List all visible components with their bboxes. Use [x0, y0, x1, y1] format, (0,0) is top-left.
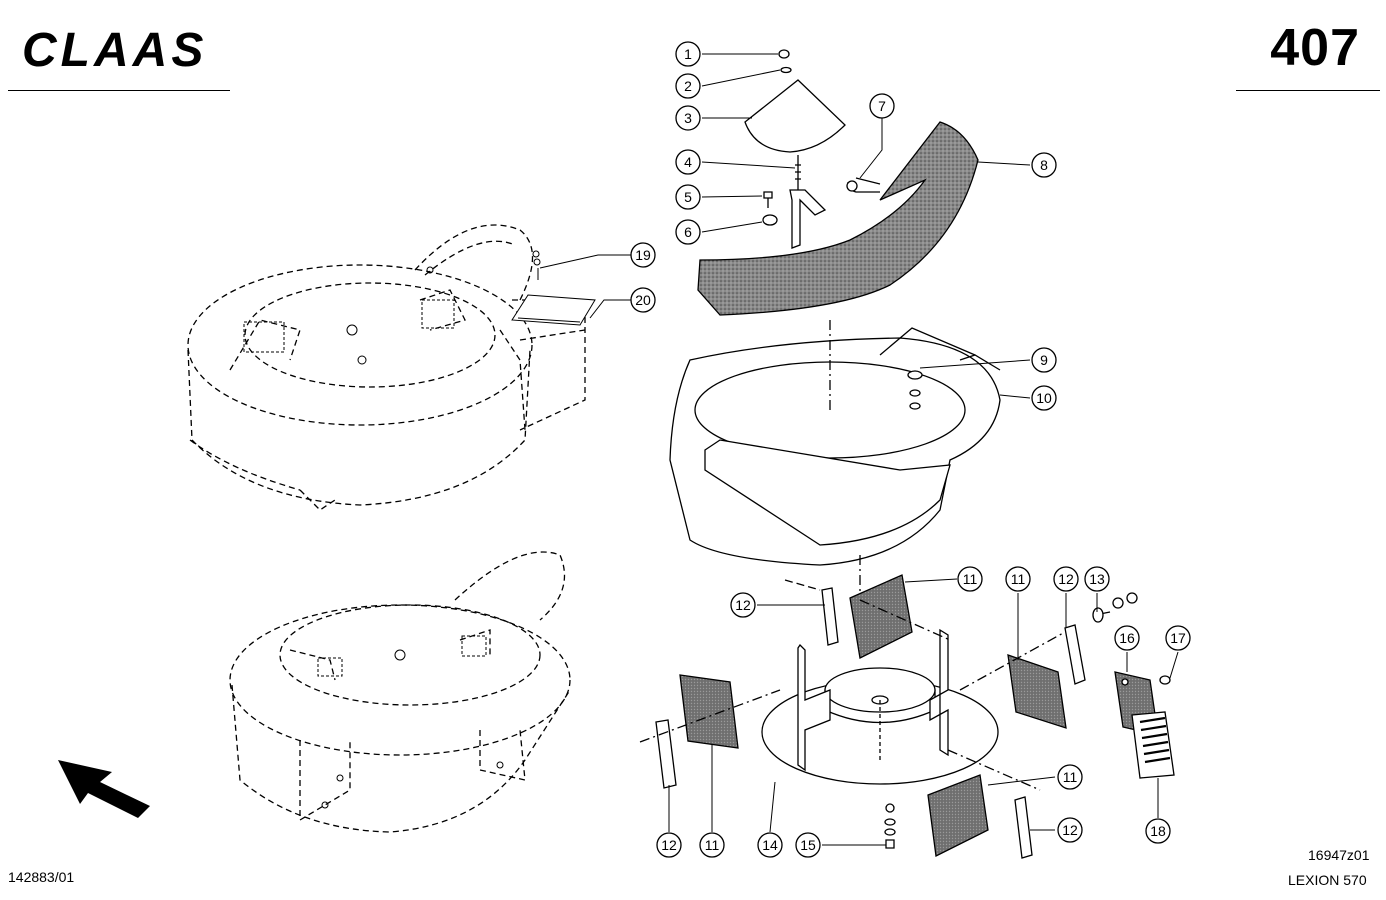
callout-number: 12: [735, 597, 751, 613]
callout-number: 12: [1058, 571, 1074, 587]
callout-8: 8: [1031, 152, 1057, 178]
drawing-reference: 142883/01: [8, 869, 75, 885]
callout-5: 5: [675, 184, 701, 210]
callout-number: 3: [684, 110, 692, 126]
callout-number: 11: [963, 571, 978, 587]
callout-12a: 12: [730, 592, 756, 618]
callout-circle: [699, 832, 725, 858]
callout-14: 14: [757, 832, 783, 858]
callout-circle: [675, 73, 701, 99]
callout-circle: [1031, 385, 1057, 411]
callout-number: 11: [1063, 769, 1078, 785]
callout-number: 19: [635, 247, 651, 263]
callout-number: 7: [878, 98, 886, 114]
callout-12d: 12: [1057, 817, 1083, 843]
callout-circle: [675, 105, 701, 131]
callout-circle: [675, 149, 701, 175]
callout-6: 6: [675, 219, 701, 245]
overview-assembly-bottom-details: [317, 635, 504, 809]
callout-circle: [630, 242, 656, 268]
callout-number: 11: [1011, 571, 1026, 587]
callout-number: 17: [1170, 630, 1186, 646]
callout-11a: 11: [957, 566, 983, 592]
callout-circle: [795, 832, 821, 858]
callout-12b: 12: [1053, 566, 1079, 592]
callout-20: 20: [630, 287, 656, 313]
callout-number: 4: [684, 154, 692, 170]
overview-assembly-top: [187, 224, 586, 511]
callout-circle: [1145, 818, 1171, 844]
header-rule-right: [1236, 90, 1380, 91]
callout-1: 1: [675, 41, 701, 67]
callout-circle: [656, 832, 682, 858]
callout-circle: [1084, 566, 1110, 592]
header-rule-left: [8, 90, 230, 91]
callout-number: 10: [1036, 390, 1052, 406]
machine-model: LEXION 570: [1288, 872, 1367, 888]
callout-circle: [1165, 625, 1191, 651]
callout-number: 11: [705, 837, 720, 853]
overview-assembly-bottom: [229, 551, 571, 833]
image-code: 16947z01: [1308, 847, 1370, 863]
callout-number: 12: [1062, 822, 1078, 838]
callout-4: 4: [675, 149, 701, 175]
callout-circle: [1057, 817, 1083, 843]
callout-number: 16: [1119, 630, 1135, 646]
callout-circle: [675, 184, 701, 210]
callout-2: 2: [675, 73, 701, 99]
callout-13: 13: [1084, 566, 1110, 592]
callout-circle: [1031, 152, 1057, 178]
callout-number: 18: [1150, 823, 1166, 839]
page-number: 407: [1270, 19, 1360, 77]
callout-number: 2: [684, 78, 692, 94]
callout-19: 19: [630, 242, 656, 268]
callout-15: 15: [795, 832, 821, 858]
callout-circle: [957, 566, 983, 592]
callout-16: 16: [1114, 625, 1140, 651]
callout-7: 7: [869, 93, 895, 119]
callout-number: 9: [1040, 352, 1048, 368]
callout-number: 8: [1040, 157, 1048, 173]
exploded-parts: [639, 49, 1175, 859]
callout-circle: [1057, 764, 1083, 790]
callout-17: 17: [1165, 625, 1191, 651]
callout-circle: [869, 93, 895, 119]
leader-lines: [539, 53, 1179, 846]
overview-assembly-top-details: [243, 250, 596, 365]
callout-number: 14: [762, 837, 778, 853]
callout-11c: 11: [699, 832, 725, 858]
callout-12c: 12: [656, 832, 682, 858]
callout-9: 9: [1031, 347, 1057, 373]
callout-circle: [1053, 566, 1079, 592]
svg-text:CLAAS: CLAAS: [22, 24, 207, 74]
callout-circle: [630, 287, 656, 313]
callout-circle: [1114, 625, 1140, 651]
callout-circle: [675, 219, 701, 245]
callout-circle: [675, 41, 701, 67]
callout-number: 20: [635, 292, 651, 308]
callout-11d: 11: [1057, 764, 1083, 790]
claas-logo: CLAAS: [22, 24, 207, 74]
callout-3: 3: [675, 105, 701, 131]
callout-10: 10: [1031, 385, 1057, 411]
callout-circle: [1031, 347, 1057, 373]
direction-arrow-icon: [58, 760, 150, 818]
callout-number: 6: [684, 224, 692, 240]
callout-11b: 11: [1005, 566, 1031, 592]
callout-number: 5: [684, 189, 692, 205]
callout-number: 1: [684, 46, 692, 62]
callout-number: 12: [661, 837, 677, 853]
callout-number: 13: [1089, 571, 1105, 587]
callout-18: 18: [1145, 818, 1171, 844]
callout-circle: [1005, 566, 1031, 592]
callout-circle: [730, 592, 756, 618]
callout-circle: [757, 832, 783, 858]
callout-number: 15: [800, 837, 816, 853]
